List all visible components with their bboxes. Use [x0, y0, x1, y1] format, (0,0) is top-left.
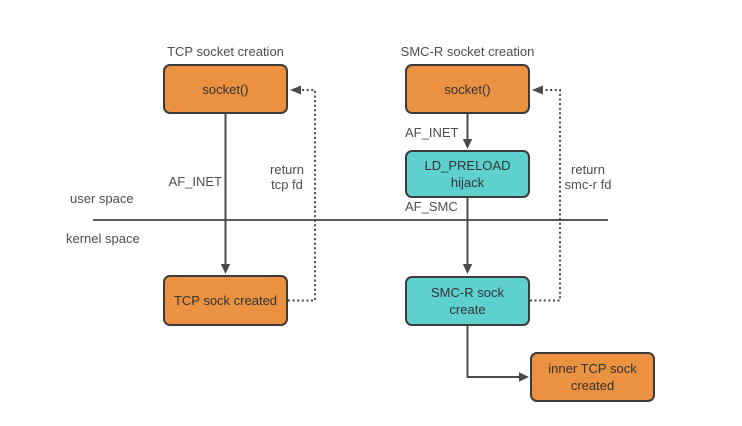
kernel-space-label: kernel space [66, 231, 140, 246]
arrowhead-down-icon [220, 264, 231, 274]
edge-label-af-smc: AF_SMC [405, 199, 458, 214]
node-tcp-sock-created: TCP sock created [163, 275, 288, 326]
column-title-tcp: TCP socket creation [167, 44, 284, 59]
edge-label-return-smc-r-fd: return smc-r fd [564, 162, 612, 192]
edge-smc-create-to-inner-tcp [466, 326, 519, 378]
arrowhead-down-icon [462, 139, 473, 149]
node-smc-socket-call: socket() [405, 64, 530, 114]
edge-return-tcp-fd [288, 89, 316, 302]
edge-label-af-inet-left: AF_INET [168, 174, 222, 189]
column-title-smc-r: SMC-R socket creation [400, 44, 535, 59]
arrowhead-right-icon [519, 372, 529, 382]
node-tcp-socket-call: socket() [163, 64, 288, 114]
edge-label-af-inet-right: AF_INET [405, 125, 459, 140]
edge-return-smc-r-fd [530, 89, 561, 302]
arrowhead-down-icon [462, 264, 473, 274]
user-space-label: user space [70, 191, 134, 206]
arrowhead-left-icon [290, 85, 301, 95]
arrowhead-left-icon [532, 85, 543, 95]
node-ld-preload-hijack: LD_PRELOAD hijack [405, 150, 530, 198]
node-smc-r-sock-create: SMC-R sock create [405, 276, 530, 326]
node-inner-tcp-sock-created: inner TCP sock created [530, 352, 655, 402]
edge-label-return-tcp-fd: return tcp fd [270, 162, 304, 192]
